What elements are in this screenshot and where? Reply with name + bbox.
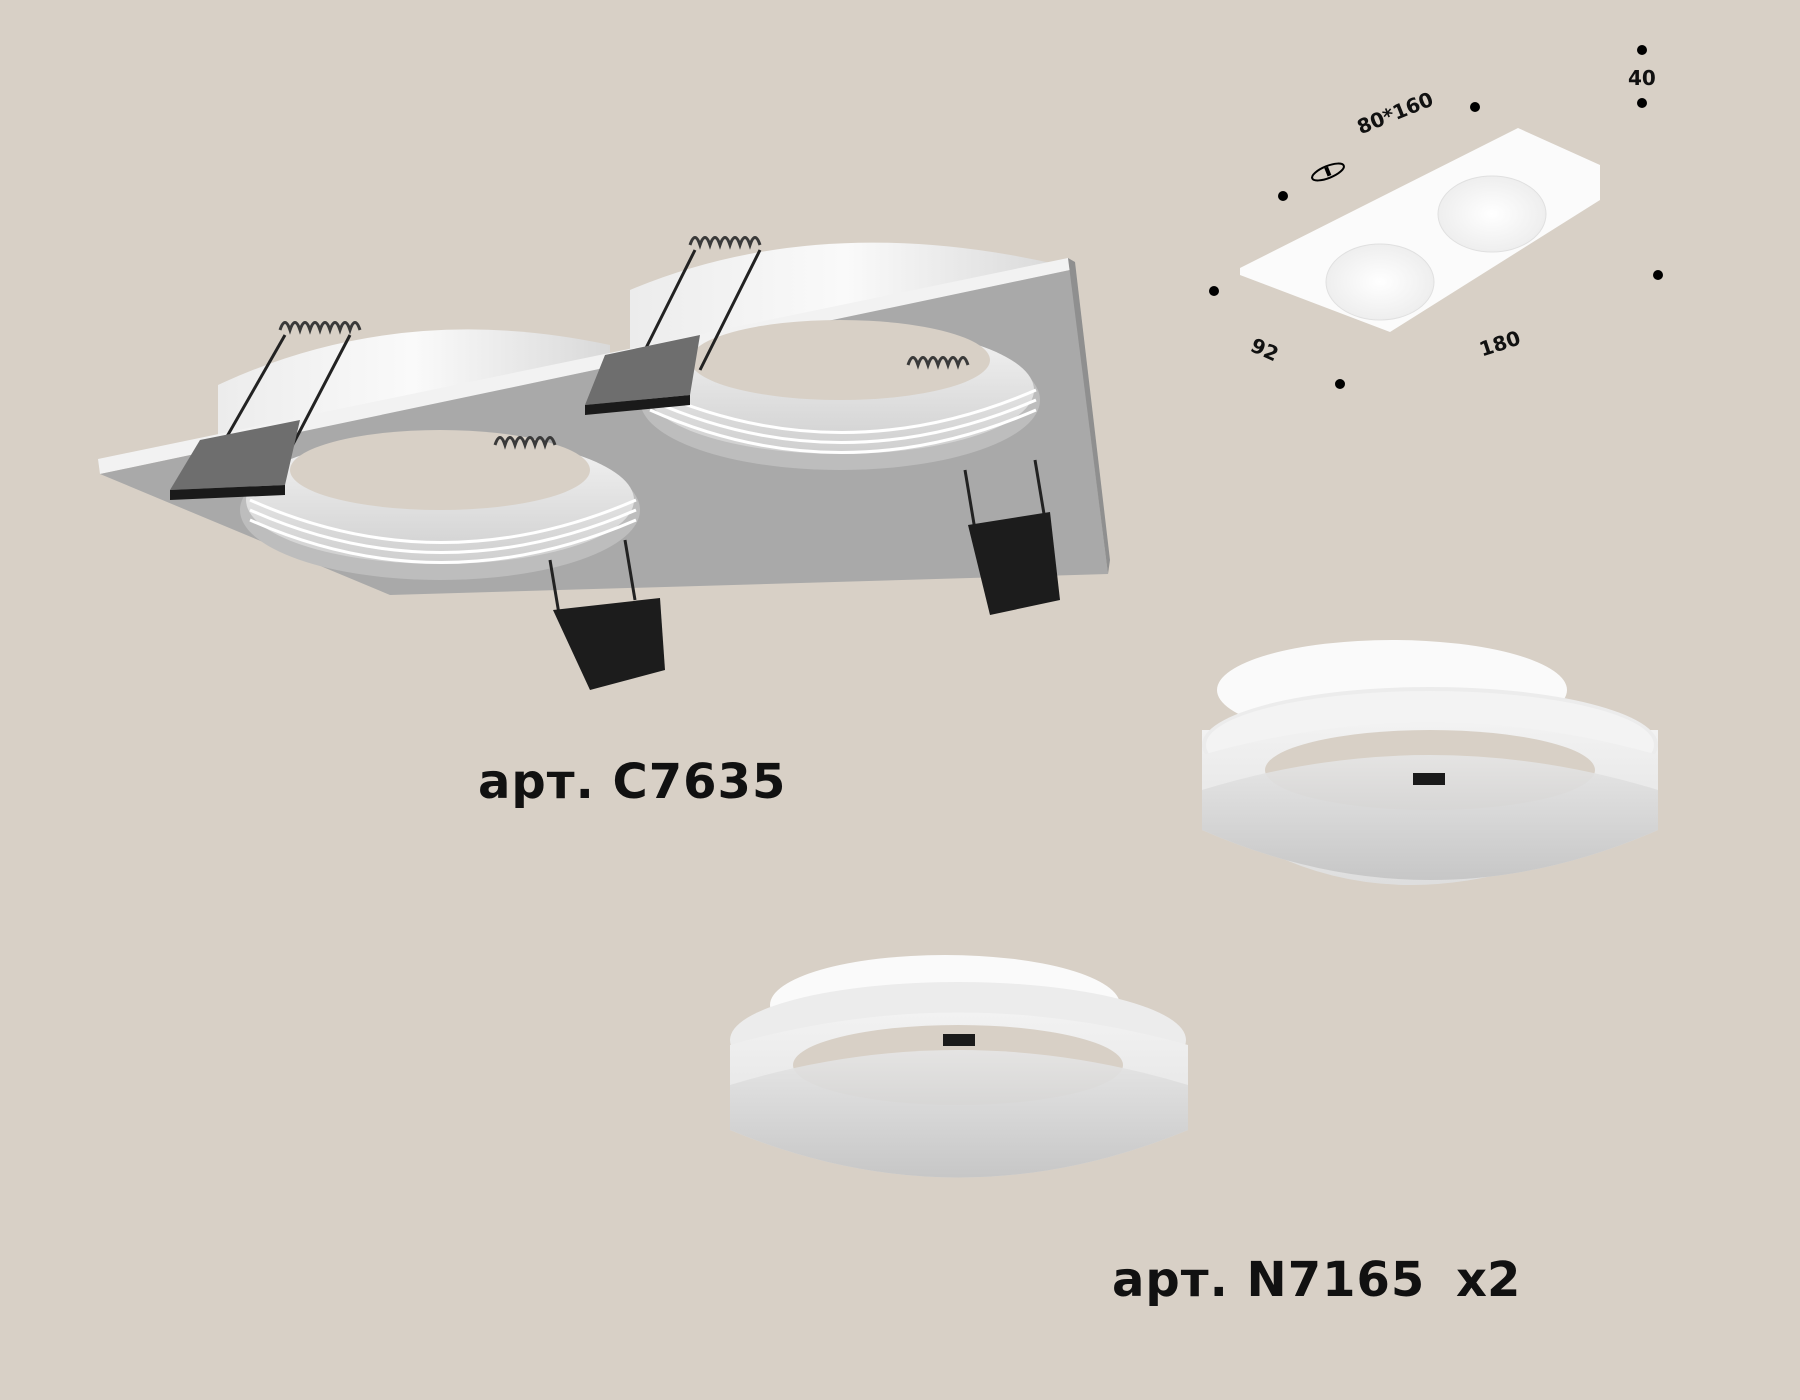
article-label-c7635: арт. C7635 — [478, 754, 787, 810]
quantity-label: x2 — [1456, 1252, 1521, 1308]
hole-left — [240, 430, 640, 580]
ring-n7165-right — [1202, 640, 1658, 885]
frame-c7635 — [98, 236, 1110, 690]
dimension-diagram — [1209, 45, 1663, 389]
plate-edge — [98, 258, 1070, 474]
clip-tabs — [170, 335, 1060, 690]
preview-light-left — [1325, 243, 1435, 321]
preview-light-right — [1437, 175, 1547, 253]
ring-n7165-left — [730, 955, 1188, 1178]
height-dimension: 40 — [1628, 66, 1656, 90]
spring-icon — [278, 236, 970, 450]
article-label-n7165: арт. N7165 — [1112, 1252, 1426, 1308]
cutout-icon — [1311, 162, 1345, 182]
hole-right — [640, 320, 1040, 470]
